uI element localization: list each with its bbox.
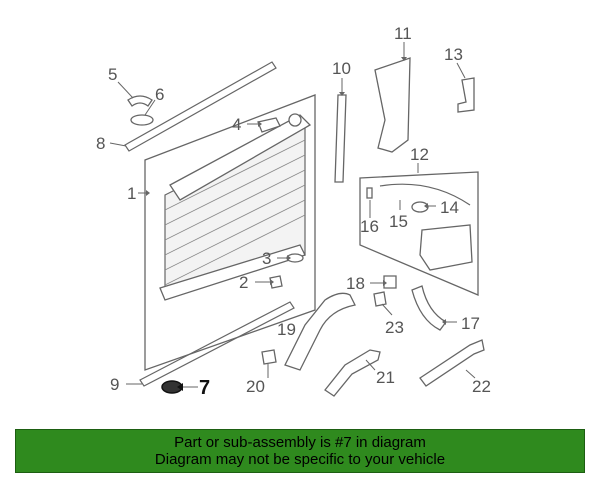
callout-15: 15 (389, 212, 408, 231)
callout-19: 19 (277, 320, 296, 339)
part-21-hose (324, 349, 381, 397)
part-19-hose (284, 292, 356, 371)
callout-17: 17 (461, 314, 480, 333)
part-17-hose (411, 285, 447, 331)
part-23-clip (373, 291, 387, 307)
seal-strip-lower (139, 301, 295, 387)
part-20-clamp (261, 349, 277, 365)
callout-3: 3 (262, 249, 271, 268)
callout-7: 7 (199, 377, 210, 399)
callout-21: 21 (376, 368, 395, 387)
callout-8: 8 (96, 134, 105, 153)
info-banner: Part or sub-assembly is #7 in diagram Di… (15, 429, 585, 473)
part-10-strip (334, 94, 347, 183)
seal-strip-upper (124, 61, 277, 152)
callout-13: 13 (444, 45, 463, 64)
banner-line-2: Diagram may not be specific to your vehi… (154, 451, 446, 468)
part-2-plug (269, 275, 283, 289)
part-11-shroud (374, 57, 411, 153)
part-6-cap (130, 114, 154, 126)
callout-9: 9 (110, 375, 119, 394)
banner-line-1: Part or sub-assembly is #7 in diagram (174, 434, 426, 451)
parts-diagram: 1 2 3 4 5 6 7 8 9 10 11 13 12 14 15 16 1… (96, 24, 491, 399)
callout-22: 22 (472, 377, 491, 396)
part-reservoir-tank (419, 224, 473, 271)
part-18-clamp (383, 275, 397, 289)
callout-12: 12 (410, 145, 429, 164)
callout-23: 23 (385, 318, 404, 337)
callout-2: 2 (239, 273, 248, 292)
callout-14: 14 (440, 198, 459, 217)
callout-16: 16 (360, 217, 379, 236)
callout-20: 20 (246, 377, 265, 396)
callout-6: 6 (155, 85, 164, 104)
callout-11: 11 (394, 24, 412, 43)
part-4-cap (257, 117, 281, 133)
part-22-hose (419, 339, 485, 387)
callout-10: 10 (332, 59, 351, 78)
part-5-clip (127, 95, 153, 107)
callout-18: 18 (346, 274, 365, 293)
radiator-assembly (144, 94, 316, 371)
callout-5: 5 (108, 65, 117, 84)
callout-4: 4 (232, 115, 241, 134)
part-13-bracket (457, 77, 475, 113)
callout-1: 1 (127, 184, 136, 203)
